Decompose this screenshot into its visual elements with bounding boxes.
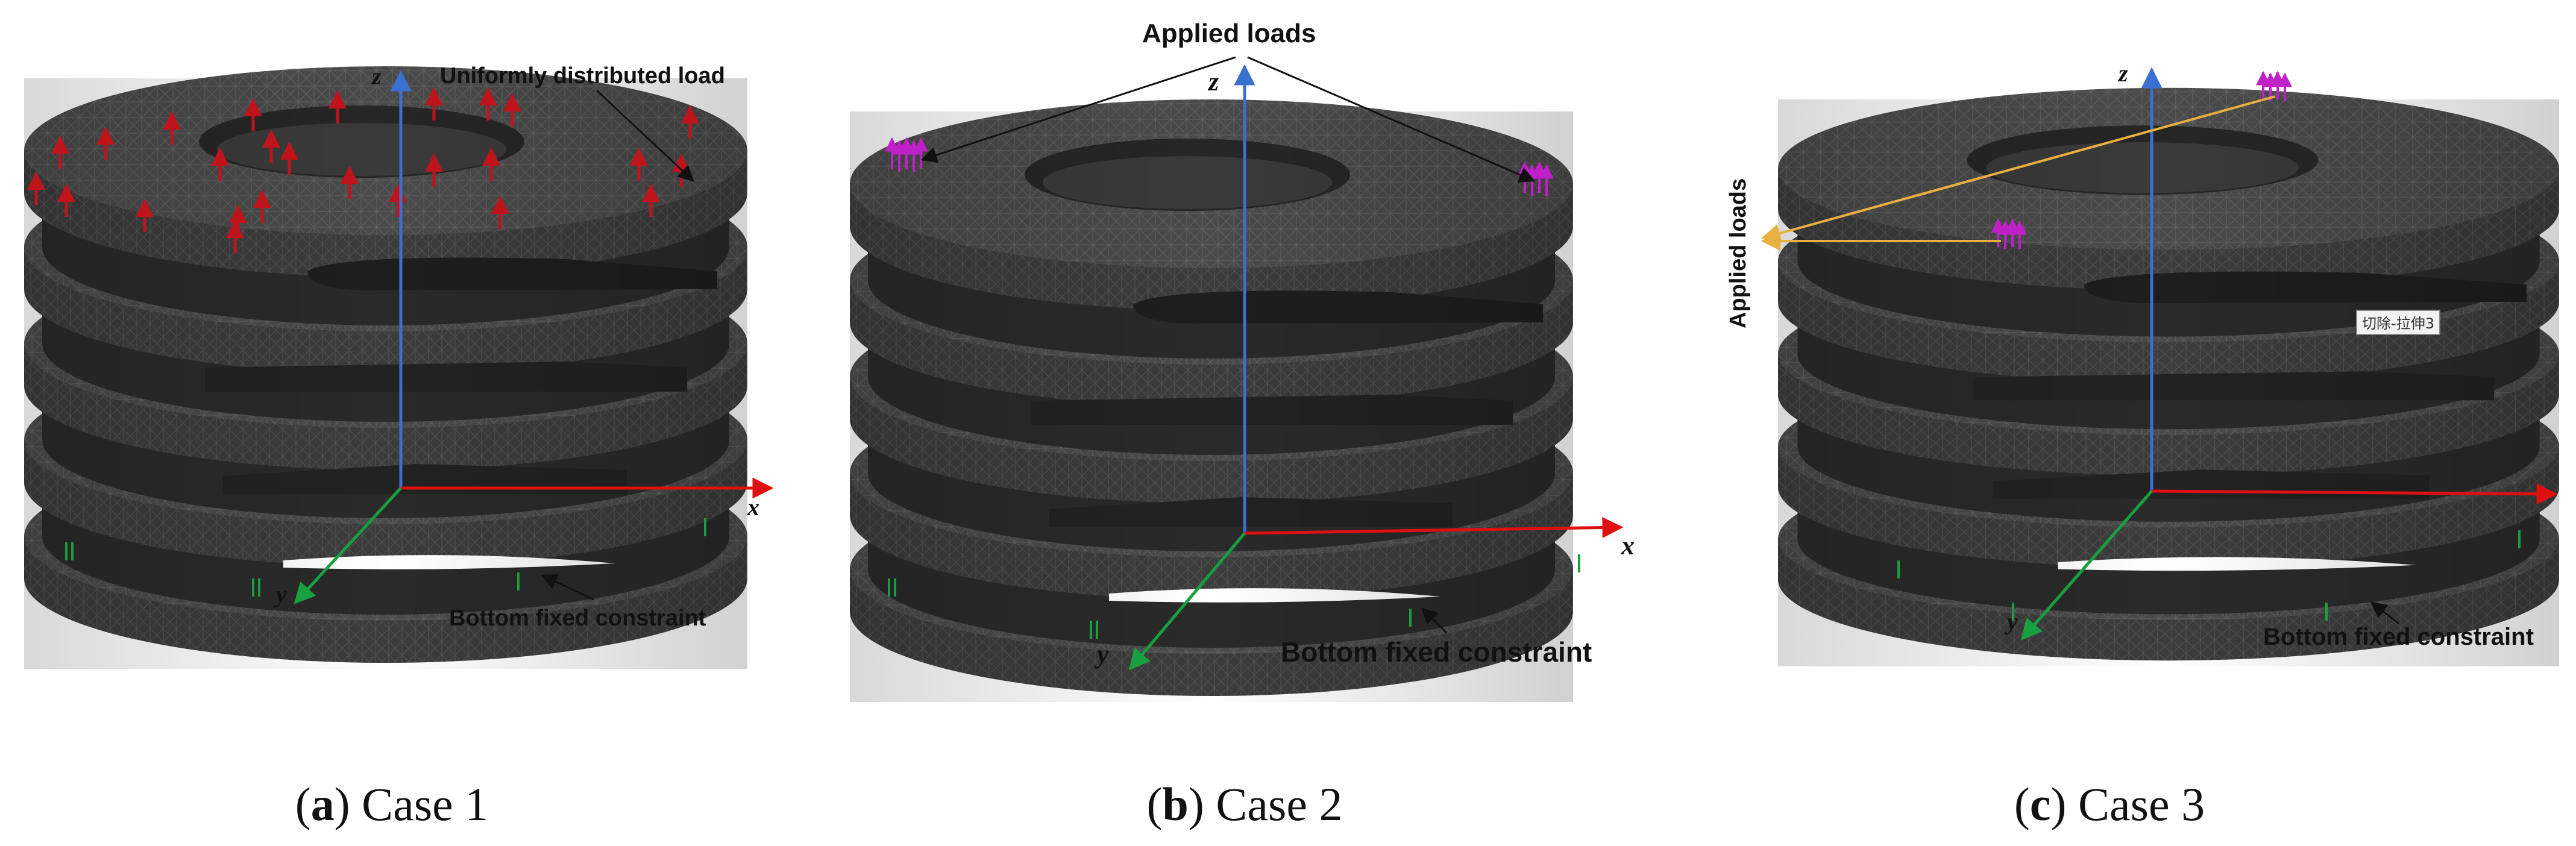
load-leader-line-top — [1761, 95, 2276, 243]
constraint-leader-line — [2370, 601, 2399, 625]
feature-tag: 切除-拉伸3 — [2362, 315, 2434, 332]
feature-tag-box — [2356, 310, 2440, 335]
caption-a-text: Case 1 — [362, 778, 489, 830]
x-axis — [1244, 517, 1624, 539]
x-axis-label: x — [747, 494, 759, 521]
load-leader-line — [595, 89, 694, 182]
caption-b-text: Case 2 — [1216, 778, 1343, 830]
distributed-load-arrows — [27, 87, 699, 253]
constraint-leader-line — [541, 574, 594, 601]
fixed-constraint-markers — [65, 518, 706, 597]
x-axis-label: x — [1621, 531, 1635, 560]
z-axis-label: z — [371, 63, 382, 90]
z-axis-label: z — [1207, 67, 1219, 96]
load-annotation: Applied loads — [1142, 19, 1316, 48]
axes-c: z y — [2005, 60, 2558, 641]
spring-model-b — [850, 99, 1573, 702]
panel-a: z x y Uniformly distributed load Bottom … — [24, 63, 774, 669]
y-axis — [294, 487, 402, 604]
fixed-constraint-markers — [1897, 530, 2521, 621]
axes-a: z x y — [274, 63, 774, 608]
fixed-constraint-markers — [888, 554, 1580, 639]
panel-c: 切除-拉伸3 z y Applied loads — [1726, 60, 2559, 666]
caption-c-text: Case 3 — [2078, 778, 2205, 830]
y-axis — [1128, 532, 1246, 671]
y-axis — [2020, 490, 2153, 641]
y-axis-label: y — [1094, 639, 1109, 669]
constraint-annotation: Bottom fixed constraint — [449, 606, 706, 631]
constraint-annotation: Bottom fixed constraint — [1281, 636, 1592, 668]
caption-a-letter: a — [310, 778, 335, 830]
caption-c-letter: c — [2029, 778, 2051, 830]
axes-b: z x y — [1094, 64, 1635, 671]
y-axis-label: y — [2005, 608, 2018, 635]
load-annotation: Applied loads — [1726, 178, 1751, 328]
constraint-leader-line — [1421, 607, 1448, 634]
y-axis-label: y — [274, 581, 287, 608]
load-annotation: Uniformly distributed load — [440, 63, 725, 89]
load-leader-line-left — [920, 56, 1236, 163]
caption-a: (a) Case 1 — [295, 778, 489, 830]
panel-b: z x y Applied loads Bottom fixed constra… — [850, 19, 1635, 702]
load-leader-line-right — [1247, 56, 1536, 183]
caption-b: (b) Case 2 — [1146, 778, 1343, 830]
z-axis-label: z — [2117, 60, 2128, 87]
spring-model-c — [1778, 87, 2559, 666]
x-axis — [2151, 483, 2558, 505]
caption-b-letter: b — [1162, 778, 1189, 830]
constraint-annotation: Bottom fixed constraint — [2263, 624, 2534, 650]
applied-load-arrows-center — [1991, 218, 2027, 249]
caption-c: (c) Case 3 — [2014, 778, 2205, 830]
